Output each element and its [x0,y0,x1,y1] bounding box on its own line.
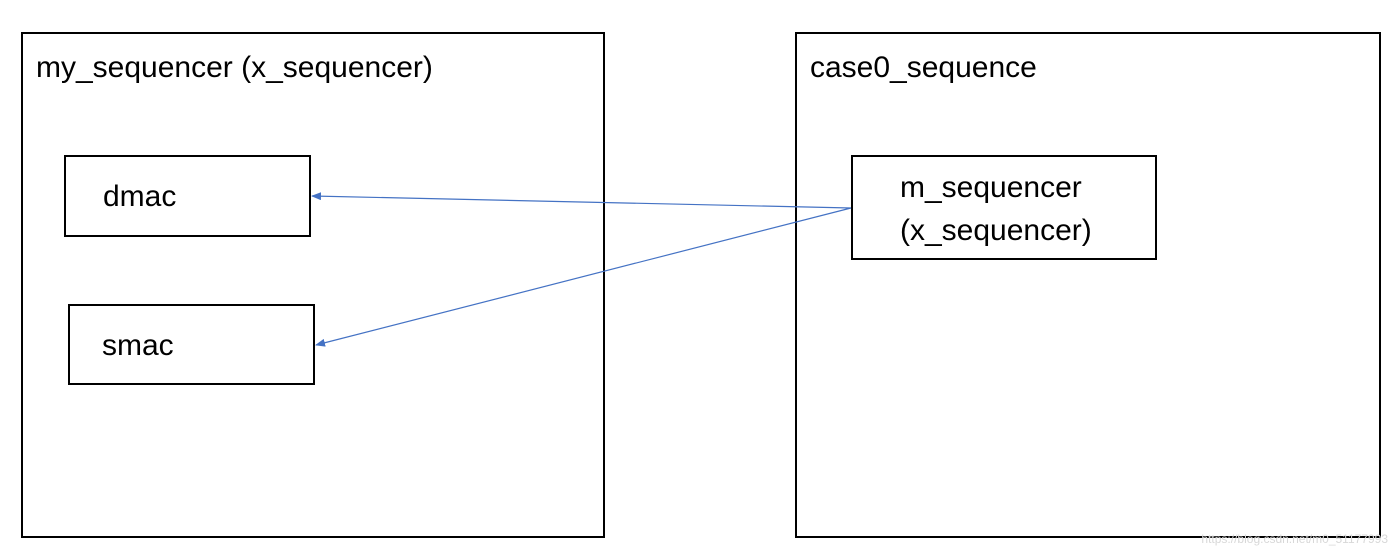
my-sequencer-title: my_sequencer (x_sequencer) [36,51,433,84]
case0-sequence-container: case0_sequence [795,32,1381,538]
m-sequencer-type-label: (x_sequencer) [900,214,1092,247]
m-sequencer-box: m_sequencer (x_sequencer) [851,155,1157,260]
dmac-box: dmac [64,155,311,237]
smac-box: smac [68,304,315,385]
my-sequencer-container: my_sequencer (x_sequencer) [21,32,605,538]
case0-sequence-title: case0_sequence [810,51,1037,84]
smac-label: smac [102,329,174,362]
dmac-label: dmac [103,180,177,213]
watermark-text: https://blog.csdn.net/m0_51177993 [1201,532,1388,546]
m-sequencer-label: m_sequencer [900,171,1082,204]
